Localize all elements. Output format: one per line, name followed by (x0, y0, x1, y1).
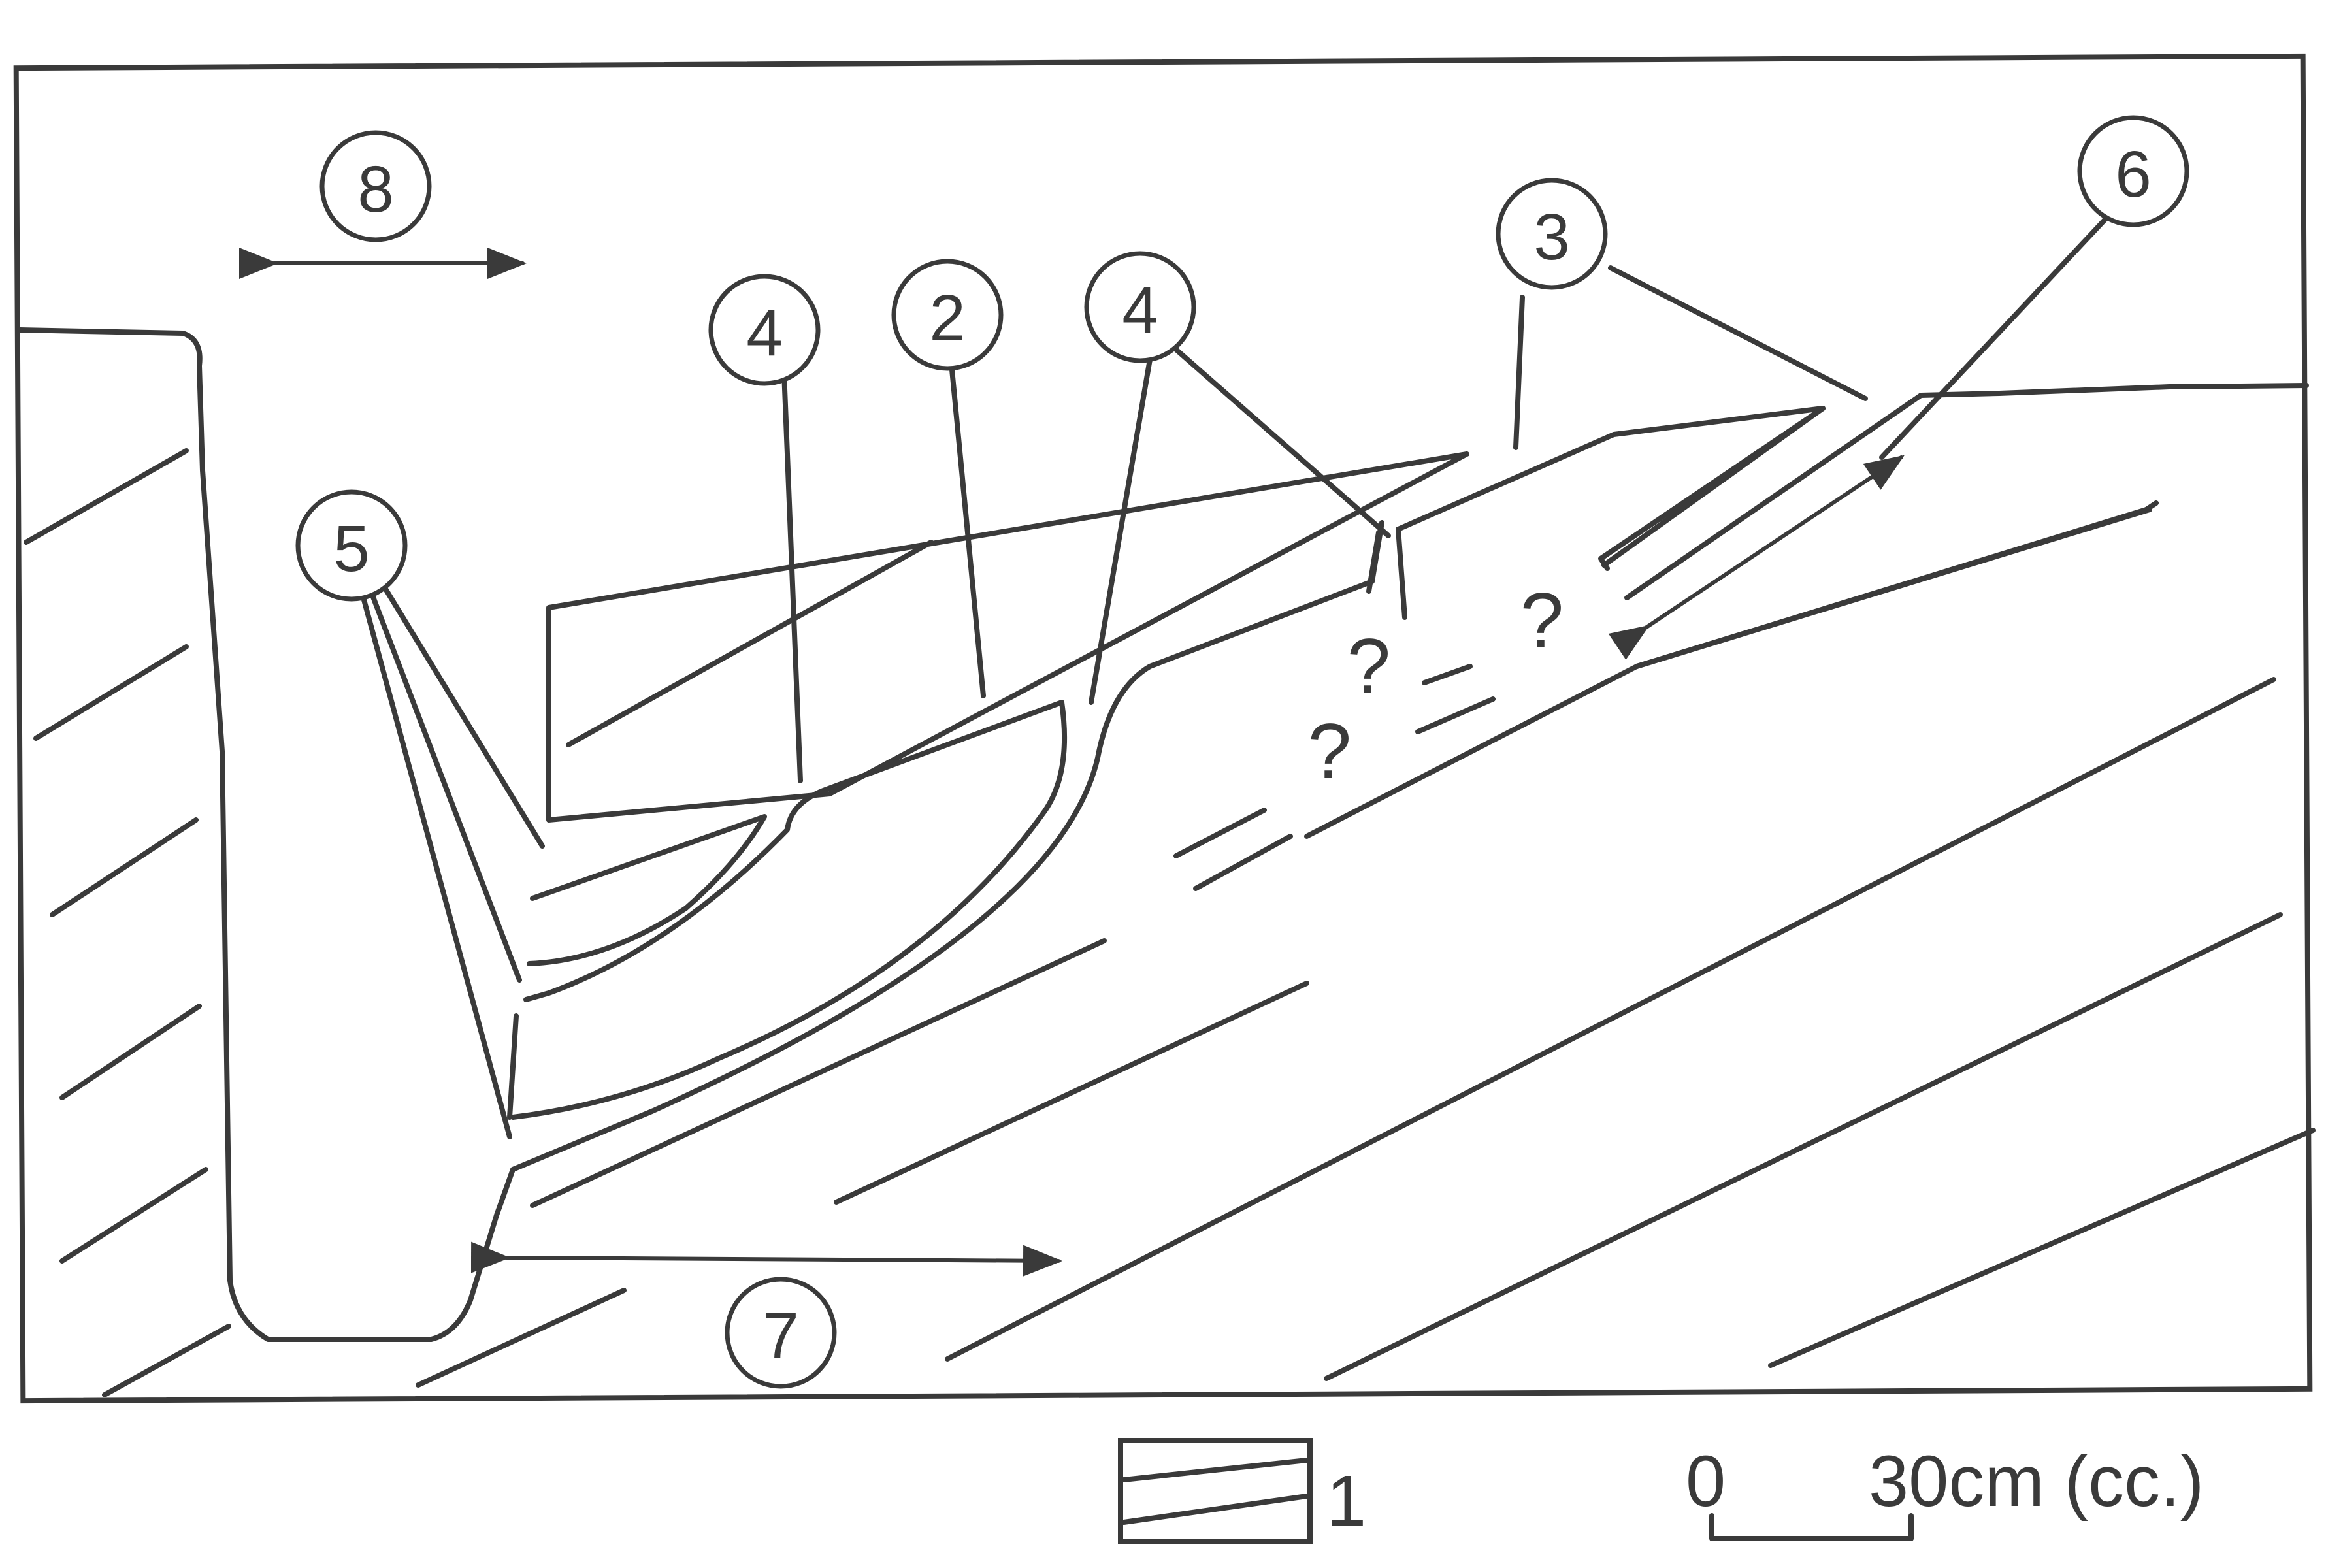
diagram-frame (13, 53, 2313, 1404)
label-6: 6 (2077, 115, 2189, 227)
label-2: 2 (891, 259, 1004, 371)
right-ground-surface (1918, 383, 2309, 398)
feature-outlines (507, 393, 1924, 1172)
svg-text:7: 7 (762, 1299, 799, 1373)
question-mark-2: ? (1308, 708, 1352, 795)
scale-end: 30cm (cc.) (1869, 1441, 2204, 1522)
svg-text:6: 6 (2115, 138, 2152, 211)
left-ground-surface (17, 327, 516, 1342)
label-8: 8 (319, 130, 432, 242)
label-5: 5 (295, 489, 408, 602)
svg-text:4: 4 (746, 297, 783, 370)
scale-bar: 0 30cm (cc.) (1686, 1441, 2204, 1541)
question-mark-3: ? (1520, 577, 1564, 664)
label-4-right: 4 (1084, 251, 1196, 363)
question-mark-1: ? (1347, 623, 1391, 710)
svg-text:3: 3 (1533, 201, 1570, 274)
label-3: 3 (1496, 178, 1608, 290)
scale-start: 0 (1686, 1441, 1726, 1522)
svg-text:2: 2 (929, 282, 966, 355)
svg-text:5: 5 (333, 512, 370, 585)
label-7: 7 (725, 1277, 837, 1389)
leader-lines (355, 187, 2136, 1139)
svg-text:8: 8 (357, 153, 394, 226)
svg-text:4: 4 (1122, 274, 1158, 347)
legend: 1 (1118, 1438, 1366, 1544)
arrow-7 (470, 1241, 1062, 1277)
legend-swatch (1118, 1438, 1313, 1544)
label-4-left: 4 (708, 274, 821, 386)
legend-item-number: 1 (1326, 1461, 1366, 1541)
arrow-6 (1608, 455, 1905, 660)
